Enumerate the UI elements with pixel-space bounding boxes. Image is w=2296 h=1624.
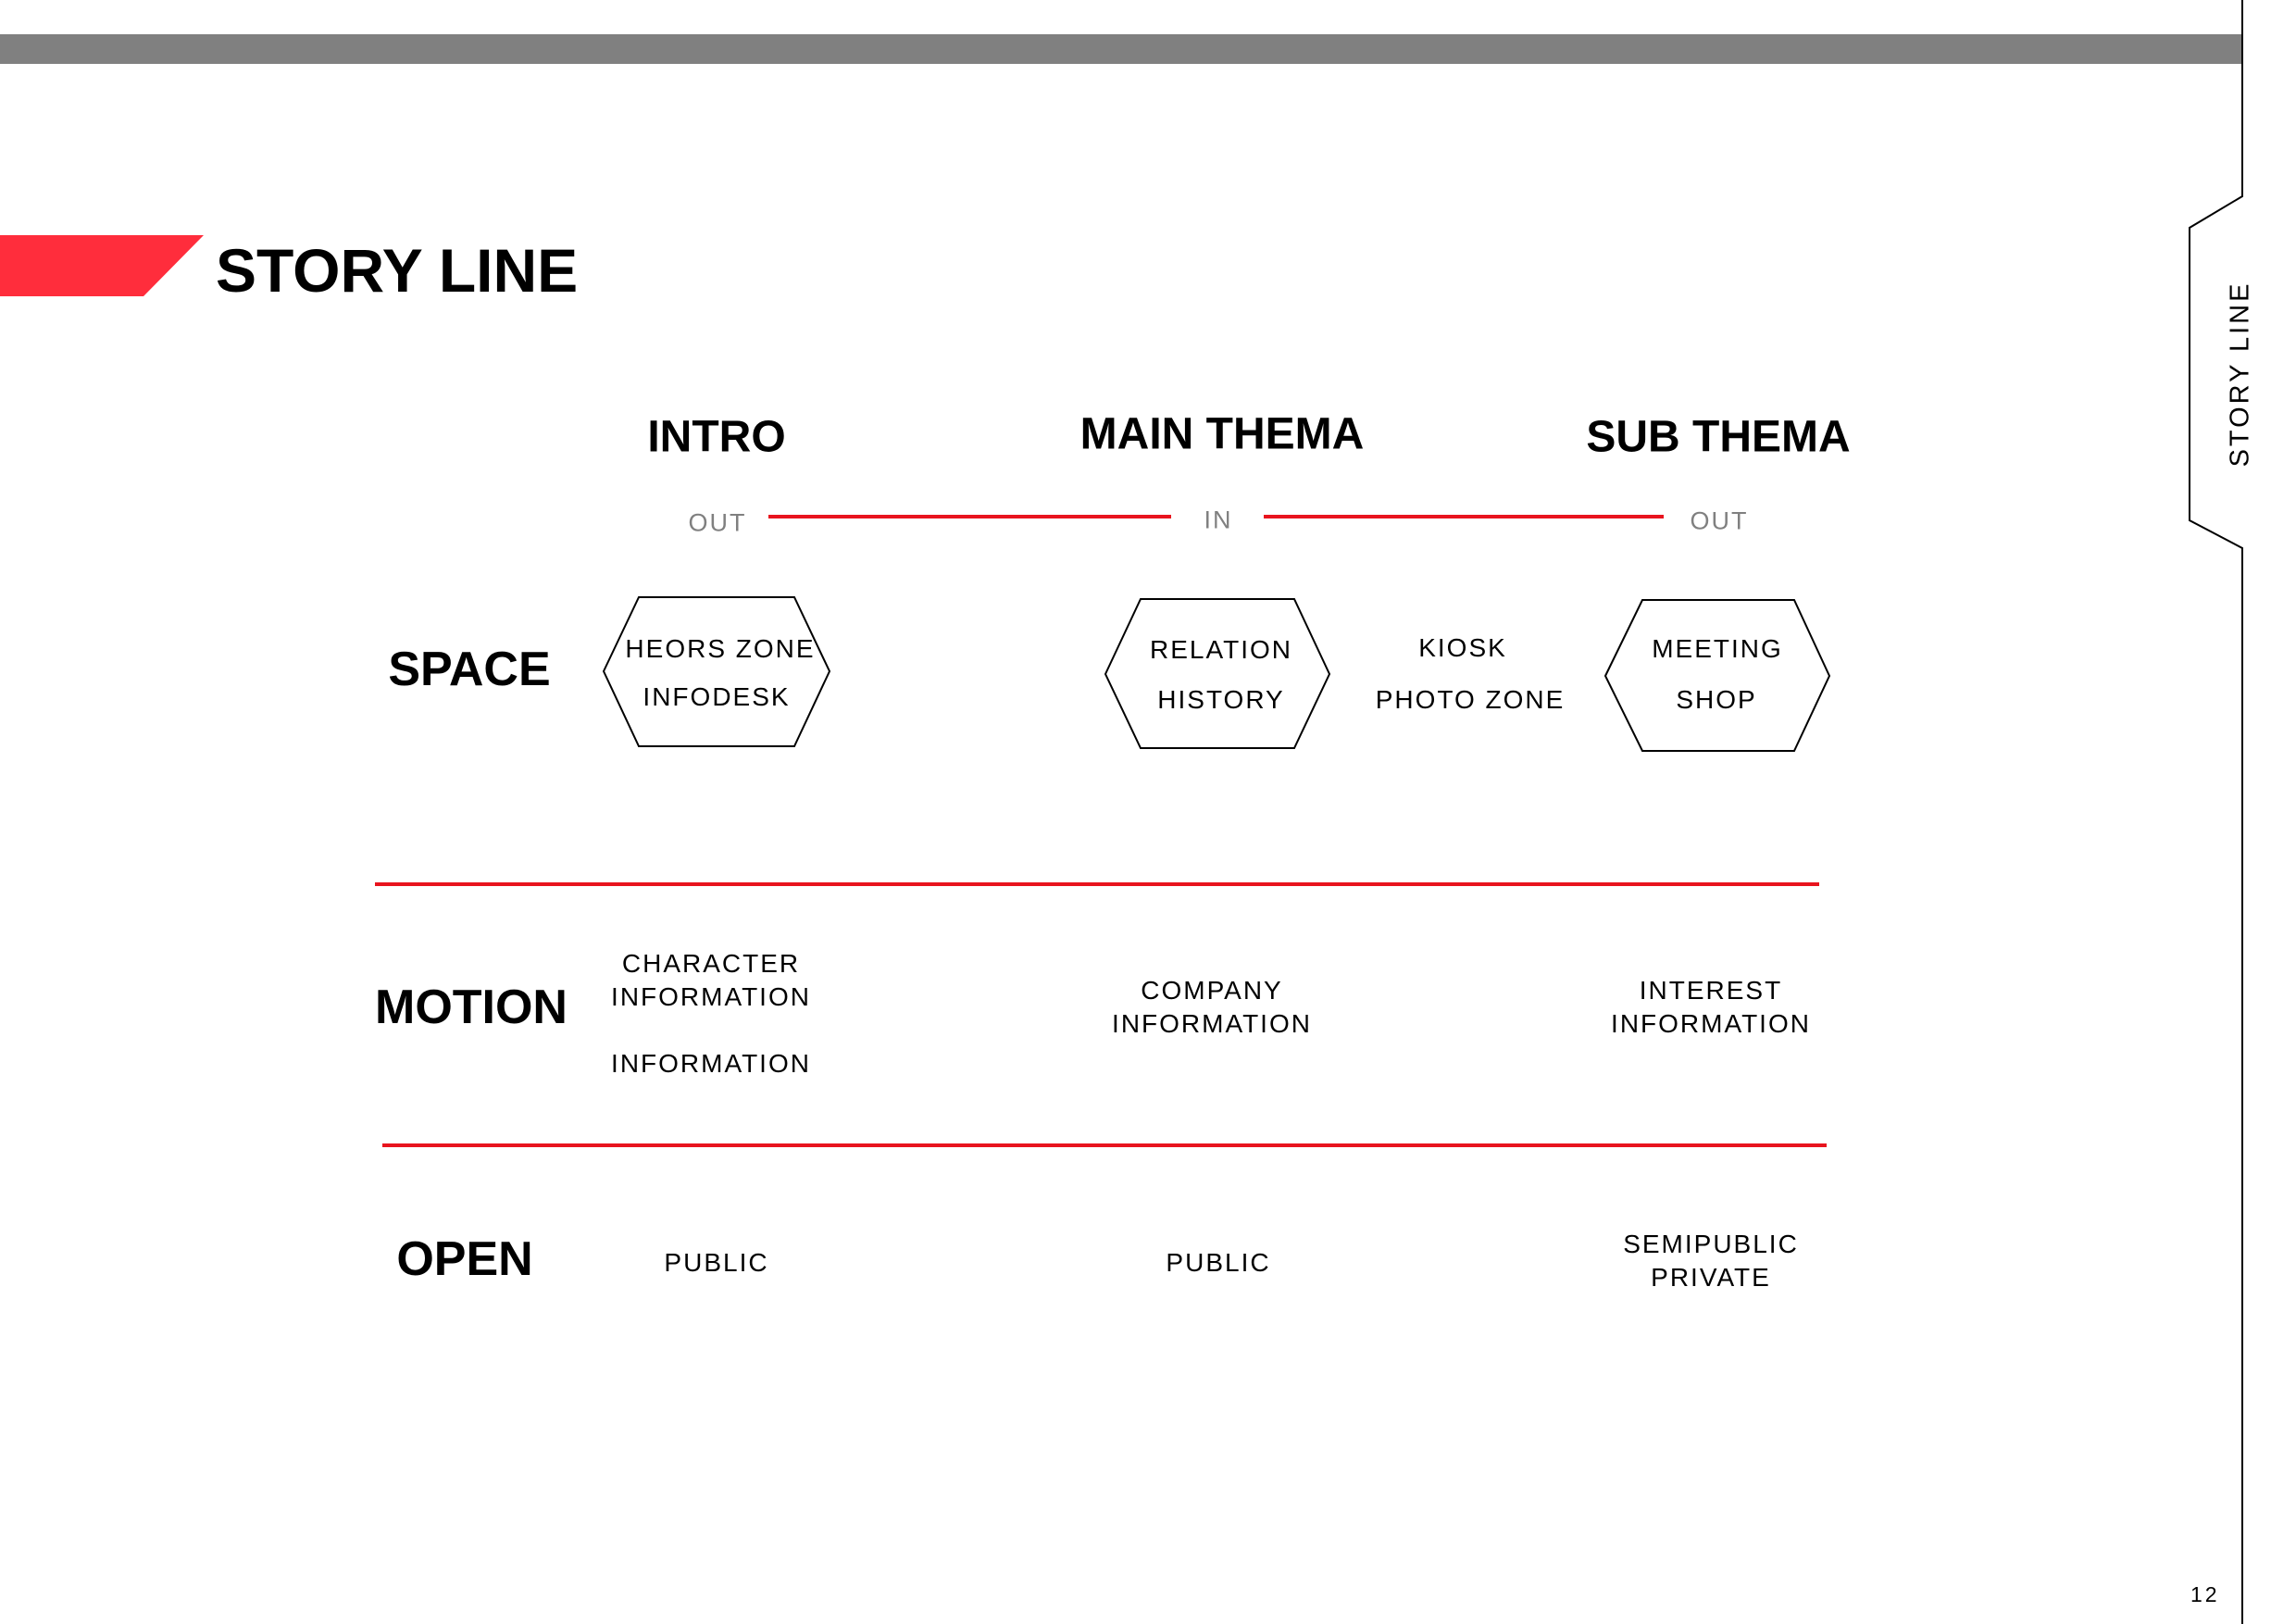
page-title: STORY LINE (216, 236, 579, 305)
side-tab (2189, 0, 2243, 1624)
top-bar (0, 34, 2242, 64)
hexagon-intro (602, 596, 831, 747)
space-intro-line1: HEORS ZONE (625, 634, 816, 663)
motion-main-line1: COMPANY (1141, 976, 1283, 1005)
column-heading-sub: SUB THEMA (1586, 412, 1851, 462)
motion-main: COMPANY INFORMATION (1112, 974, 1312, 1041)
space-extra-line2: PHOTO ZONE (1375, 685, 1566, 714)
motion-main-line2: INFORMATION (1112, 1009, 1312, 1038)
open-sub-line1: SEMIPUBLIC (1623, 1230, 1799, 1258)
motion-intro-line1: CHARACTER (621, 949, 801, 978)
space-sub-line1: MEETING (1652, 634, 1783, 663)
hexagon-main (1104, 598, 1331, 749)
row-heading-space: SPACE (388, 643, 551, 696)
row-heading-open: OPEN (396, 1232, 533, 1286)
motion-sub-line1: INTEREST (1639, 976, 1783, 1005)
hexagon-sub (1603, 599, 1831, 752)
open-sub: SEMIPUBLIC PRIVATE (1623, 1228, 1799, 1294)
space-intro-line2: INFODESK (643, 682, 791, 711)
motion-intro-line2: INFORMATION (611, 982, 811, 1011)
space-main-line2: HISTORY (1157, 685, 1285, 714)
motion-intro: CHARACTER INFORMATION (611, 947, 811, 1014)
title-accent (0, 235, 204, 296)
flow-label-intro: OUT (688, 508, 747, 537)
space-sub-line2: SHOP (1676, 685, 1757, 714)
open-main: PUBLIC (1166, 1248, 1271, 1277)
page-number: 12 (2190, 1582, 2220, 1606)
flow-label-main: IN (1204, 506, 1233, 534)
column-heading-intro: INTRO (647, 412, 786, 462)
open-intro: PUBLIC (664, 1248, 769, 1277)
flow-label-sub: OUT (1690, 506, 1749, 535)
open-sub-line2: PRIVATE (1651, 1263, 1771, 1292)
motion-sub-line2: INFORMATION (1611, 1009, 1811, 1038)
column-heading-main: MAIN THEMA (1079, 409, 1365, 459)
row-heading-motion: MOTION (375, 981, 568, 1034)
space-extra-line1: KIOSK (1418, 633, 1507, 662)
motion-sub: INTEREST INFORMATION (1611, 974, 1811, 1041)
space-main-line1: RELATION (1150, 635, 1292, 664)
motion-intro-line3: INFORMATION (611, 1049, 811, 1078)
